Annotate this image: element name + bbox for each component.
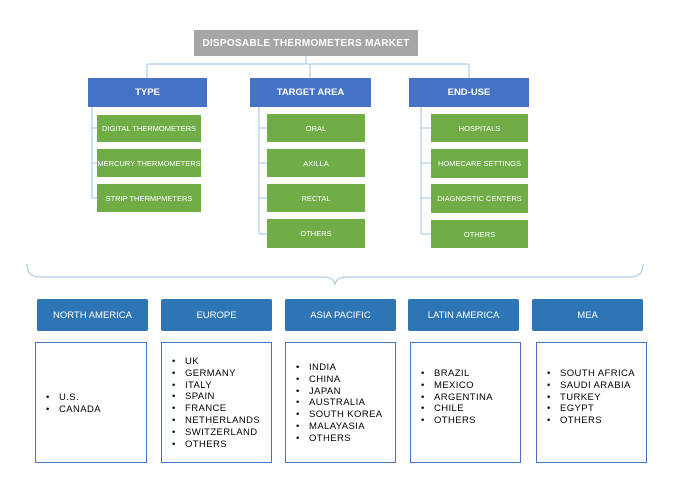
country-item: FRANCE <box>172 403 260 415</box>
country-item: SPAIN <box>172 391 260 403</box>
countries-box-europe: UK GERMANY ITALY SPAIN FRANCE NETHERLAND… <box>161 342 272 463</box>
country-item: INDIA <box>296 362 383 374</box>
country-item: CHINA <box>296 374 383 386</box>
target-item-oral: ORAL <box>267 114 365 142</box>
country-item: CHILE <box>421 403 493 415</box>
category-header-type: TYPE <box>88 78 207 107</box>
region-mea: MEA <box>532 299 643 331</box>
type-item-mercury: MERCURY THERMOMETERS <box>97 149 201 177</box>
category-header-end-use: END-USE <box>409 78 529 107</box>
region-latin-america: LATIN AMERICA <box>408 299 519 331</box>
country-item: UK <box>172 356 260 368</box>
country-item: OTHERS <box>296 433 383 445</box>
region-north-america: NORTH AMERICA <box>37 299 148 331</box>
enduse-item-diagnostic: DIAGNOSTIC CENTERS <box>431 184 528 213</box>
countries-box-mea: SOUTH AFRICA SAUDI ARABIA TURKEY EGYPT O… <box>536 342 647 463</box>
countries-box-north-america: U.S. CANADA <box>35 342 147 463</box>
target-item-others: OTHERS <box>267 219 365 248</box>
country-item: AUSTRALIA <box>296 397 383 409</box>
region-asia-pacific: ASIA PACIFIC <box>285 299 396 331</box>
country-item: ITALY <box>172 380 260 392</box>
country-item: SAUDI ARABIA <box>547 380 635 392</box>
country-item: MEXICO <box>421 380 493 392</box>
country-item: ARGENTINA <box>421 392 493 404</box>
category-header-target-area: TARGET AREA <box>250 78 371 107</box>
countries-box-latin-america: BRAZIL MEXICO ARGENTINA CHILE OTHERS <box>410 342 521 463</box>
target-item-rectal: RECTAL <box>267 184 365 212</box>
country-item: SWITZERLAND <box>172 427 260 439</box>
enduse-item-others: OTHERS <box>431 220 528 248</box>
country-item: MALAYASIA <box>296 421 383 433</box>
country-item: EGYPT <box>547 403 635 415</box>
country-item: GERMANY <box>172 368 260 380</box>
target-item-axilla: AXILLA <box>267 149 365 177</box>
country-item: JAPAN <box>296 386 383 398</box>
country-item: CANADA <box>46 404 101 416</box>
enduse-item-hospitals: HOSPITALS <box>431 114 528 142</box>
diagram-title: DISPOSABLE THERMOMETERS MARKET <box>194 30 418 56</box>
country-item: TURKEY <box>547 392 635 404</box>
country-item: OTHERS <box>172 439 260 451</box>
region-europe: EUROPE <box>161 299 272 331</box>
countries-box-asia-pacific: INDIA CHINA JAPAN AUSTRALIA SOUTH KOREA … <box>285 342 396 463</box>
type-item-strip: STRIP THERMPMETERS <box>97 184 201 212</box>
type-item-digital: DIGITAL THERMOMETERS <box>97 115 201 142</box>
country-item: BRAZIL <box>421 368 493 380</box>
enduse-item-homecare: HOMECARE SETTINGS <box>431 149 528 178</box>
country-item: OTHERS <box>547 415 635 427</box>
country-item: SOUTH AFRICA <box>547 368 635 380</box>
country-item: NETHERLANDS <box>172 415 260 427</box>
country-item: OTHERS <box>421 415 493 427</box>
country-item: SOUTH KOREA <box>296 409 383 421</box>
country-item: U.S. <box>46 392 101 404</box>
